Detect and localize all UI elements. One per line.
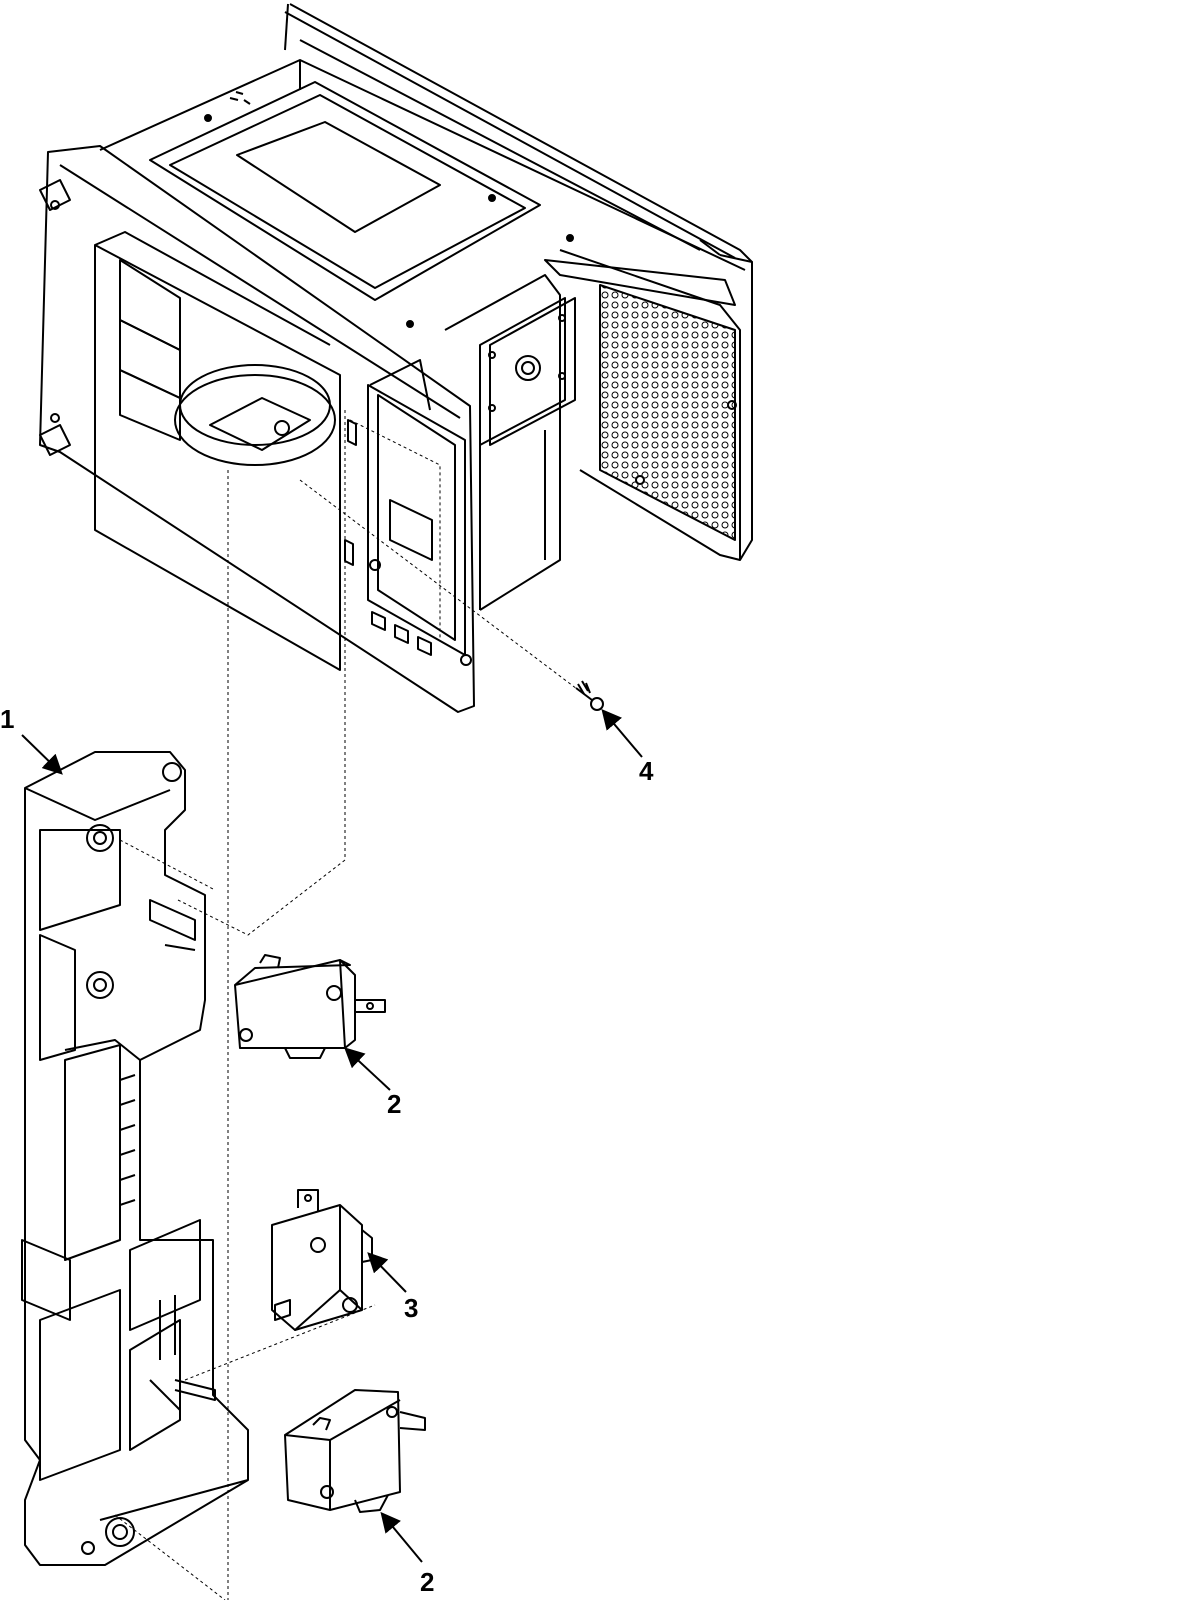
primary-interlock-switch [234,954,386,1059]
assembly-guide-lines [114,410,586,1600]
callout-2-label: 2 [387,1089,402,1119]
monitor-switch [271,1189,373,1331]
door-latch-board [21,751,249,1566]
callout-2b-leader [380,1511,423,1563]
secondary-interlock-switch [284,1389,426,1513]
callout-3-label: 3 [404,1293,419,1323]
callout-2b-label: 2 [420,1567,435,1597]
callout-1-label: 1 [0,704,15,734]
callout-4-label: 4 [639,756,654,786]
mounting-screw [575,680,604,711]
callout-1-leader [21,734,63,775]
oven-cavity-assembly [39,3,753,713]
callout-4-leader [601,708,643,758]
callout-3-leader [367,1252,407,1293]
callout-2a-leader [344,1047,391,1091]
